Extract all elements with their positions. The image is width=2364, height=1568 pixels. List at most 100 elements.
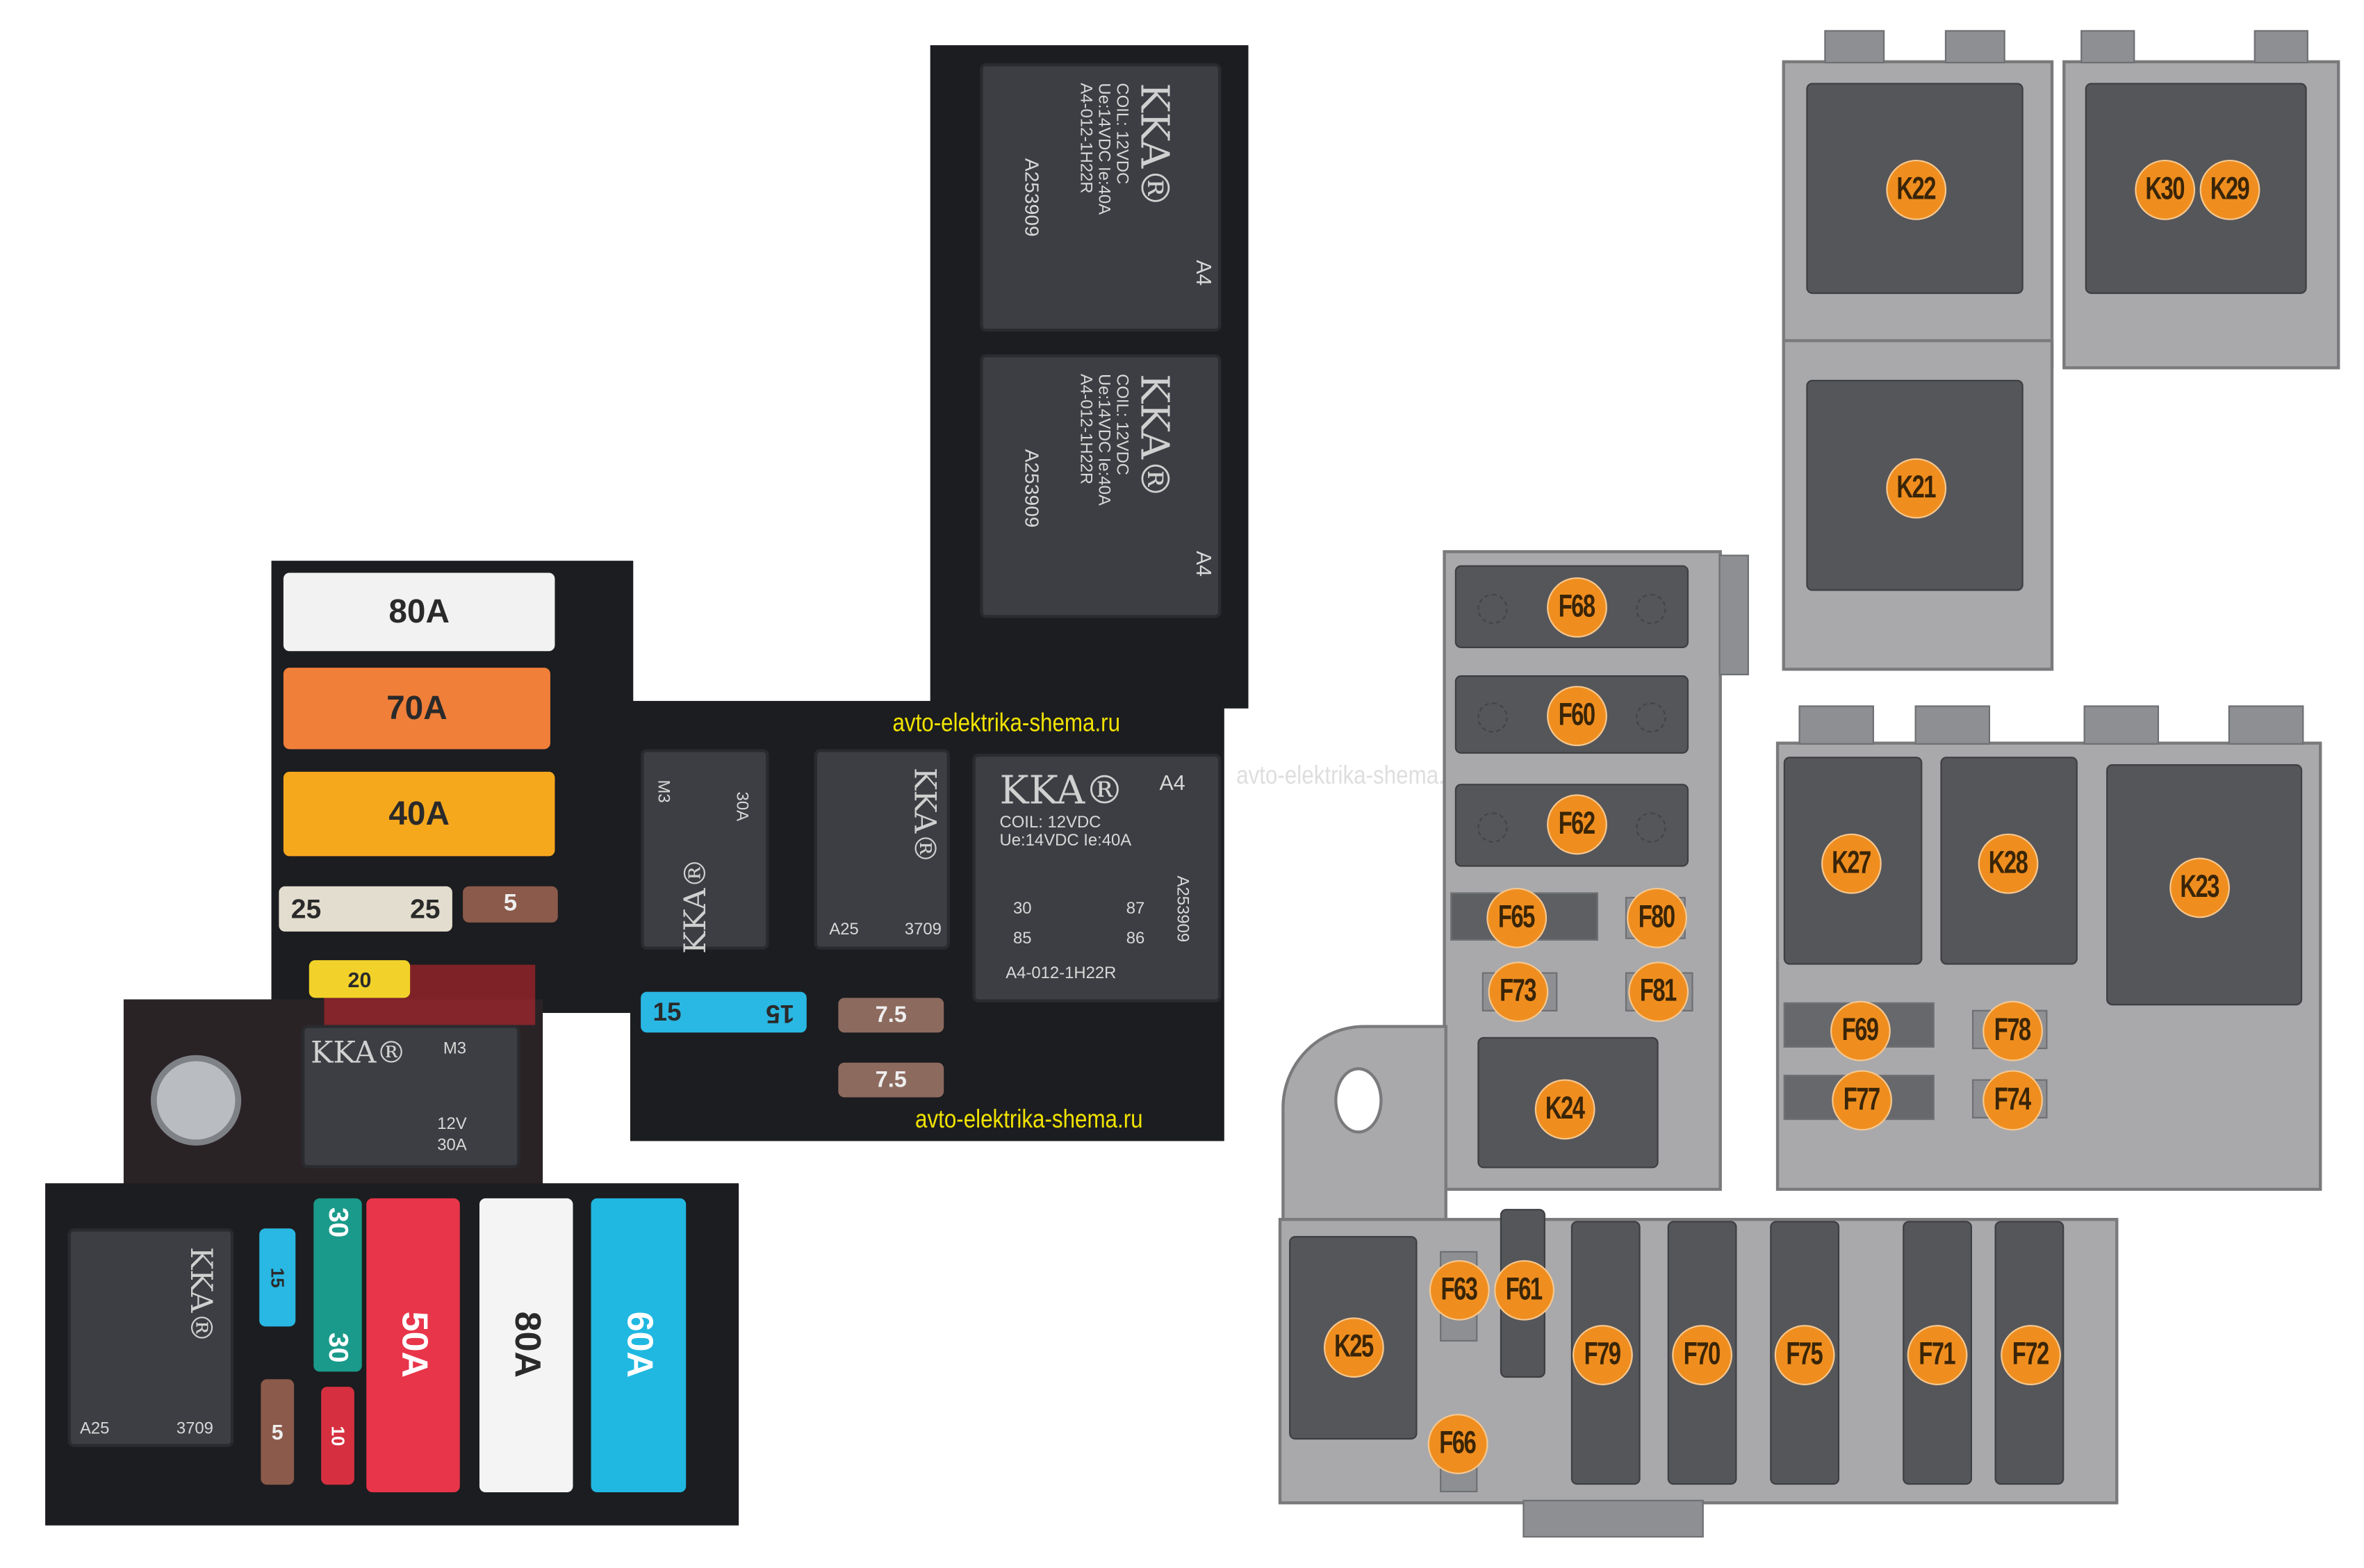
relay-code: 3709 bbox=[904, 921, 942, 939]
watermark: avto-elektrika-shema.ru bbox=[1236, 761, 1464, 790]
fuse-label: 30 bbox=[323, 1207, 354, 1238]
relay-brand: KKA® bbox=[907, 767, 944, 864]
badge-text: F70 bbox=[1684, 1337, 1721, 1372]
relay-brand: KKA® bbox=[1131, 83, 1176, 208]
relay-serial: A253909 bbox=[1020, 158, 1044, 237]
relay-brand: KKA® bbox=[1131, 374, 1176, 499]
label-k27: K27 bbox=[1821, 833, 1882, 894]
relay-part: A4-012-1H22R bbox=[1076, 83, 1095, 194]
badge-text: K21 bbox=[1896, 470, 1937, 505]
badge-text: F61 bbox=[1506, 1272, 1543, 1307]
photo-fuse-7-5a-a: 7.5 bbox=[838, 998, 944, 1033]
photo-fuse-70a: 70A bbox=[283, 668, 550, 750]
badge-text: K27 bbox=[1832, 845, 1872, 881]
photo-fuse-10a: 10 bbox=[321, 1387, 354, 1485]
photo-relay-m3-bolt: KKA® M3 12V 30A bbox=[301, 1025, 520, 1169]
photo-fuse-30a: 30 30 bbox=[313, 1198, 362, 1372]
badge-text: F75 bbox=[1787, 1337, 1823, 1372]
label-f80: F80 bbox=[1627, 887, 1687, 948]
label-k28: K28 bbox=[1978, 833, 2039, 894]
badge-text: K23 bbox=[2180, 869, 2220, 905]
label-f81: F81 bbox=[1628, 962, 1689, 1023]
relay-coil: COIL: 12VDC bbox=[999, 814, 1101, 832]
mounting-hole bbox=[1334, 1067, 1383, 1134]
photo-relay-m3-bottom: KKA® A25 3709 bbox=[67, 1228, 234, 1447]
badge-text: F71 bbox=[1919, 1337, 1956, 1372]
label-f75: F75 bbox=[1774, 1325, 1835, 1385]
latch bbox=[1718, 554, 1749, 676]
badge-text: F62 bbox=[1559, 806, 1596, 841]
clip bbox=[1944, 30, 2005, 64]
photo-fuse-7-5a-b: 7.5 bbox=[838, 1062, 944, 1098]
relay-voltage: 12V bbox=[437, 1115, 467, 1134]
badge-text: F77 bbox=[1844, 1082, 1881, 1117]
relay-brand: KKA® bbox=[676, 858, 713, 954]
relay-model: A4 bbox=[1159, 770, 1185, 795]
fuse-label: 30 bbox=[323, 1332, 354, 1363]
relay-k30-k29 bbox=[2085, 83, 2307, 295]
mounting-bracket bbox=[1281, 1025, 1447, 1251]
badge-text: K22 bbox=[1896, 172, 1937, 207]
label-f70: F70 bbox=[1672, 1325, 1732, 1385]
badge-text: K24 bbox=[1545, 1091, 1585, 1126]
badge-text: F65 bbox=[1498, 900, 1536, 935]
badge-text: K29 bbox=[2210, 172, 2250, 207]
label-f60: F60 bbox=[1547, 686, 1607, 747]
label-k23: K23 bbox=[2169, 857, 2230, 918]
label-k25: K25 bbox=[1323, 1317, 1384, 1378]
label-f71: F71 bbox=[1907, 1325, 1968, 1385]
relay-part: A4-012-1H22R bbox=[1076, 374, 1095, 485]
relay-rating: Ue:14VDC Ie:40A bbox=[999, 832, 1132, 850]
relay-current: 30A bbox=[732, 791, 751, 822]
label-k22: K22 bbox=[1886, 159, 1947, 220]
label-f63: F63 bbox=[1429, 1260, 1490, 1321]
label-f61: F61 bbox=[1494, 1260, 1554, 1321]
relay-serial: A253909 bbox=[1020, 449, 1044, 528]
badge-text: F63 bbox=[1441, 1272, 1478, 1307]
clip bbox=[2228, 705, 2304, 745]
relay-brand: KKA® bbox=[310, 1034, 407, 1071]
relay-rating: Ue:14VDC Ie:40A bbox=[1094, 83, 1113, 215]
badge-text: K30 bbox=[2145, 172, 2185, 207]
relay-brand: KKA® bbox=[999, 768, 1124, 814]
photo-fuse-50a: 50A bbox=[366, 1198, 460, 1493]
clip bbox=[1798, 705, 1874, 745]
badge-text: F74 bbox=[1994, 1082, 2032, 1117]
label-f73: F73 bbox=[1488, 962, 1549, 1023]
photo-fuse-5a-top: 5 bbox=[463, 886, 558, 923]
relay-coil: COIL: 12VDC bbox=[1113, 374, 1131, 475]
photo-relay-a4-middle: KKA® COIL: 12VDC Ue:14VDC Ie:40A A4 A4-0… bbox=[972, 753, 1222, 1002]
photo-fuse-25a: 25 25 bbox=[279, 886, 452, 932]
photo-relay-m3-mid-left: KKA® M3 30A bbox=[641, 749, 769, 954]
photo-fuse-40a: 40A bbox=[283, 771, 555, 857]
fuse-label: 25 bbox=[410, 893, 441, 923]
clip bbox=[2080, 30, 2135, 64]
watermark: avto-elektrika-shema.ru bbox=[915, 1105, 1143, 1134]
badge-text: F80 bbox=[1639, 900, 1676, 935]
badge-text: F60 bbox=[1559, 698, 1596, 733]
photo-fuse-15a-small: 15 bbox=[259, 1228, 296, 1327]
label-f69: F69 bbox=[1830, 1000, 1891, 1062]
photo-fuse-60a: 60A bbox=[591, 1198, 687, 1493]
label-f72: F72 bbox=[2001, 1325, 2061, 1385]
badge-text: F72 bbox=[2012, 1337, 2050, 1372]
label-k24: K24 bbox=[1534, 1079, 1595, 1140]
badge-text: K25 bbox=[1334, 1329, 1374, 1364]
label-f77: F77 bbox=[1832, 1070, 1892, 1131]
relay-pin: 87 bbox=[1126, 900, 1145, 918]
relay-code: 3709 bbox=[176, 1419, 213, 1438]
label-f65: F65 bbox=[1486, 887, 1548, 948]
relay-coil: COIL: 12VDC bbox=[1113, 83, 1131, 185]
fuse-label: 25 bbox=[290, 893, 322, 923]
clip bbox=[1914, 705, 1991, 745]
clip bbox=[2083, 705, 2160, 745]
photo-fuse-80a-bottom: 80A bbox=[479, 1198, 573, 1493]
label-f68: F68 bbox=[1547, 577, 1607, 638]
relay-part: A25 bbox=[79, 1419, 110, 1438]
label-f74: F74 bbox=[1983, 1070, 2043, 1131]
photo-fuse-5a-bottom: 5 bbox=[261, 1379, 295, 1485]
photo-fuse-15a-mid: 15 15 bbox=[641, 991, 807, 1033]
badge-text: F73 bbox=[1500, 973, 1537, 1009]
relay-part: A4-012-1H22R bbox=[1005, 964, 1117, 983]
label-k21: K21 bbox=[1886, 458, 1947, 519]
